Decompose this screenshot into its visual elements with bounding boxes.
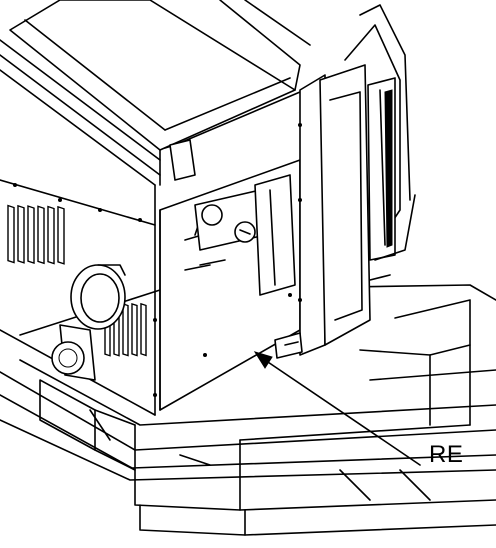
pallet — [0, 284, 496, 536]
stove-left-side — [0, 179, 157, 416]
pipe-fitting — [51, 324, 96, 381]
stove-top — [0, 0, 311, 186]
air-intake-pipe — [70, 264, 126, 330]
stove-front — [274, 4, 416, 359]
rear-compartment — [159, 159, 301, 411]
vent-slots-left — [7, 204, 65, 265]
callout-label: RE — [429, 441, 464, 468]
callout-arrow — [253, 351, 421, 466]
